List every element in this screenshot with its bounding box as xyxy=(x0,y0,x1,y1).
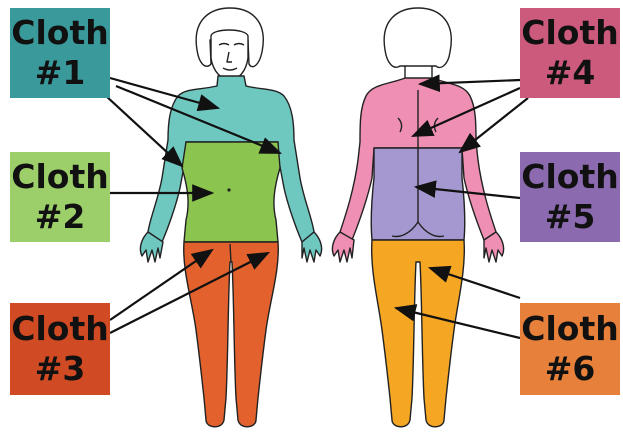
front-face xyxy=(211,30,248,80)
cloth-2-title: Cloth xyxy=(11,157,108,197)
front-figure xyxy=(140,8,321,427)
cloth-3-title: Cloth xyxy=(11,309,108,349)
cloth-4-number: #4 xyxy=(545,53,596,93)
back-hair xyxy=(384,8,451,67)
cloth-5-title: Cloth xyxy=(521,157,618,197)
cloth-3-number: #3 xyxy=(35,349,86,389)
cloth-5-number: #5 xyxy=(545,197,596,237)
cloth-4-title: Cloth xyxy=(521,13,618,53)
cloth-2-number: #2 xyxy=(35,197,86,237)
cloth-3-label: Cloth #3 xyxy=(10,303,110,395)
cloth-1-label: Cloth #1 xyxy=(10,8,110,98)
cloth-6-number: #6 xyxy=(545,349,596,389)
cloth-6-title: Cloth xyxy=(521,309,618,349)
cloth-6-label: Cloth #6 xyxy=(520,303,620,395)
back-region-lower xyxy=(372,240,465,427)
back-figure xyxy=(332,8,503,427)
cloth-4-label: Cloth #4 xyxy=(520,8,620,98)
cloth-1-title: Cloth xyxy=(11,13,108,53)
cloth-5-label: Cloth #5 xyxy=(520,152,620,242)
cloth-1-number: #1 xyxy=(35,53,86,93)
cloth-2-label: Cloth #2 xyxy=(10,152,110,242)
front-region-lower xyxy=(184,242,279,427)
